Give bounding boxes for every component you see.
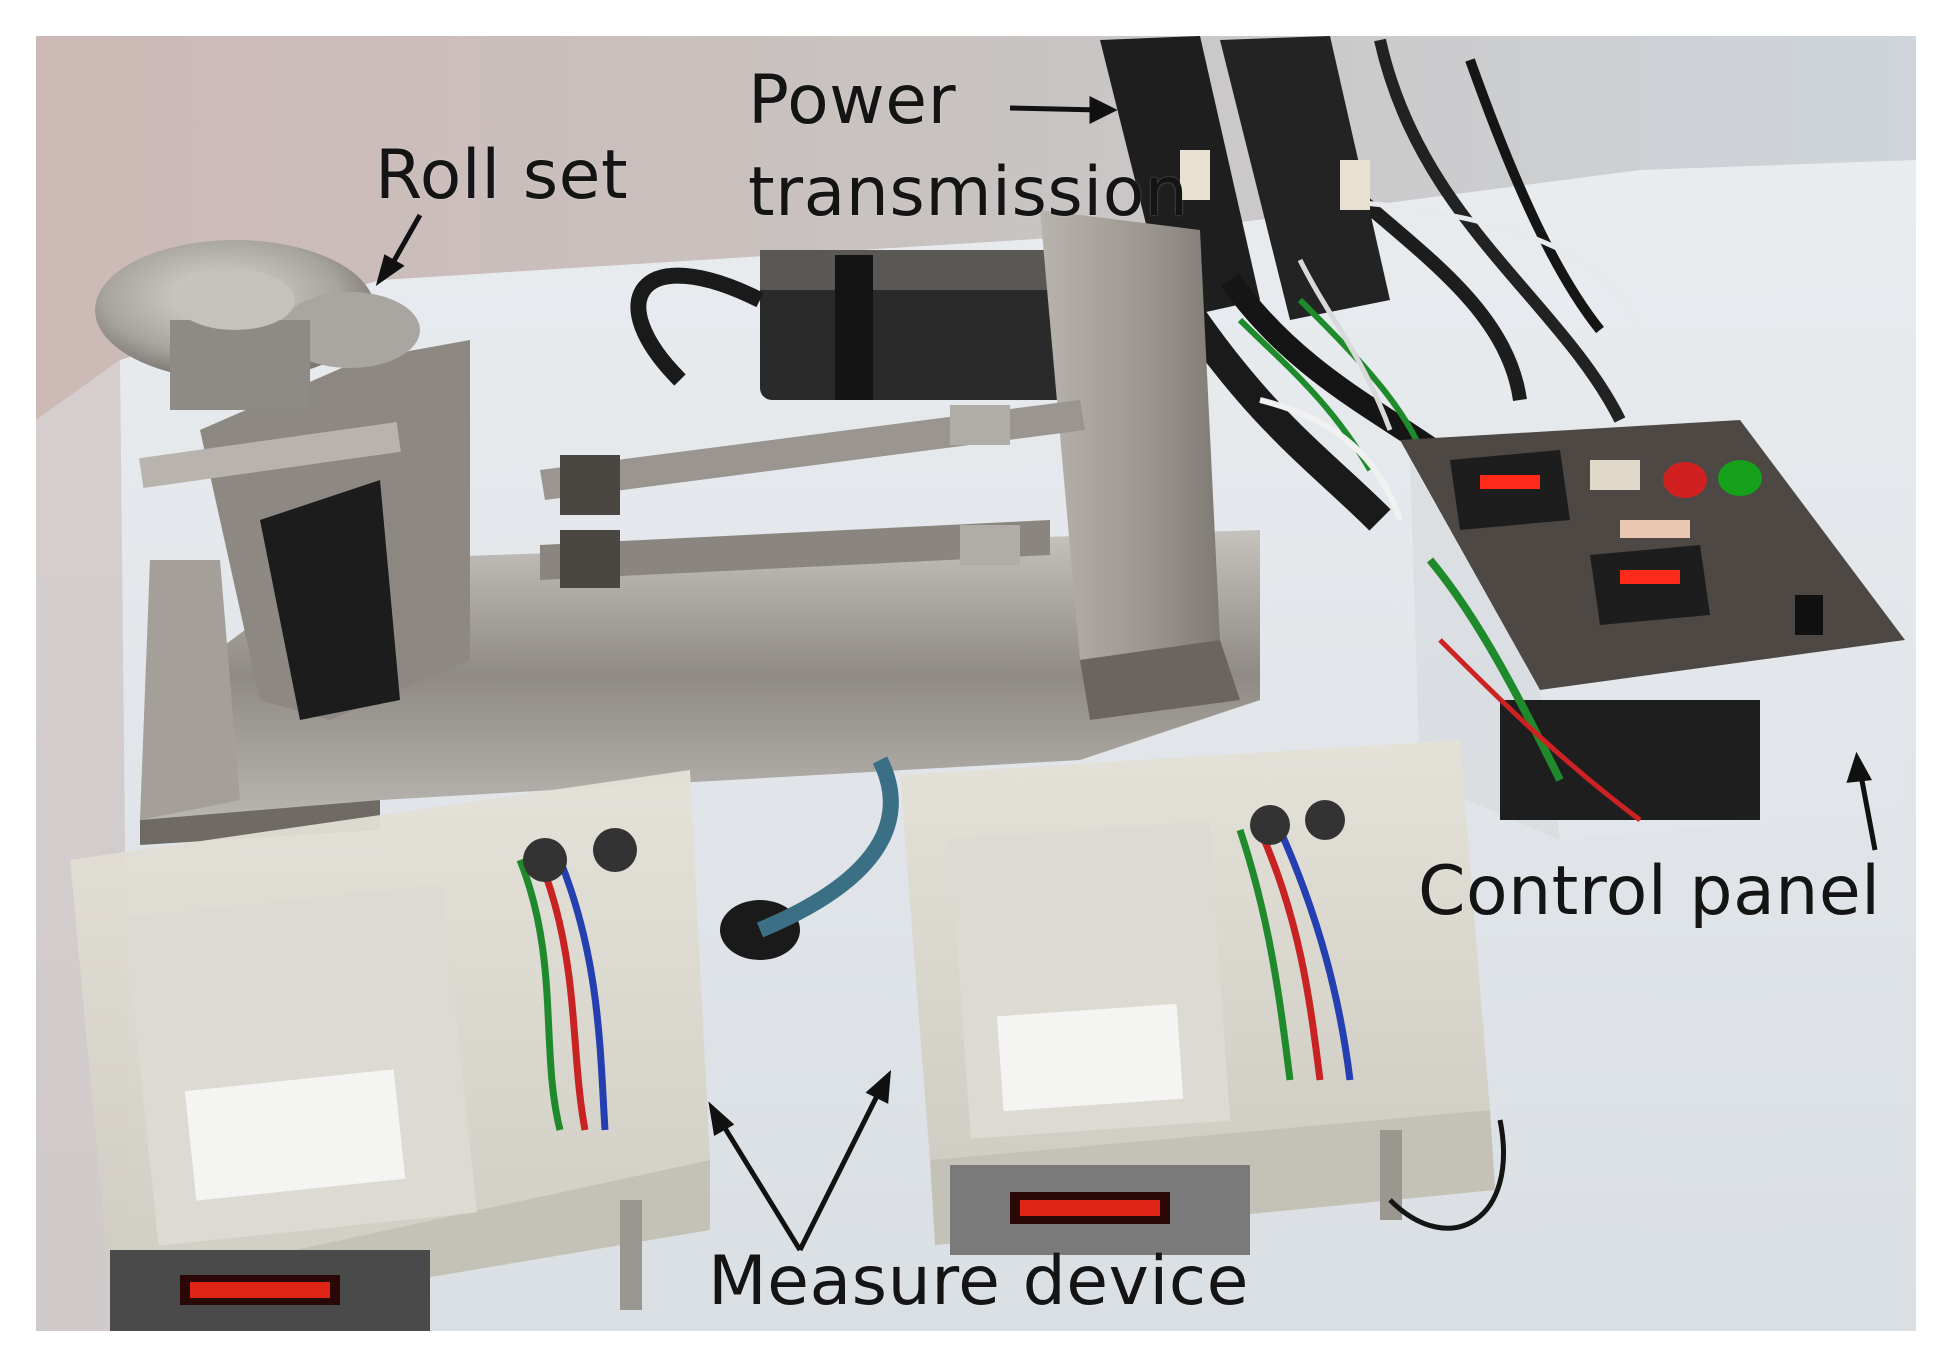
control-panel-label: Control panel: [1418, 852, 1881, 931]
power-transmission-label: Power transmission: [748, 55, 1188, 239]
power-transmission-label-line1: Power: [748, 61, 957, 140]
power-transmission-label-line2: transmission: [748, 153, 1189, 232]
measure-device-label: Measure device: [708, 1242, 1249, 1321]
roll-set-label: Roll set: [375, 136, 629, 215]
